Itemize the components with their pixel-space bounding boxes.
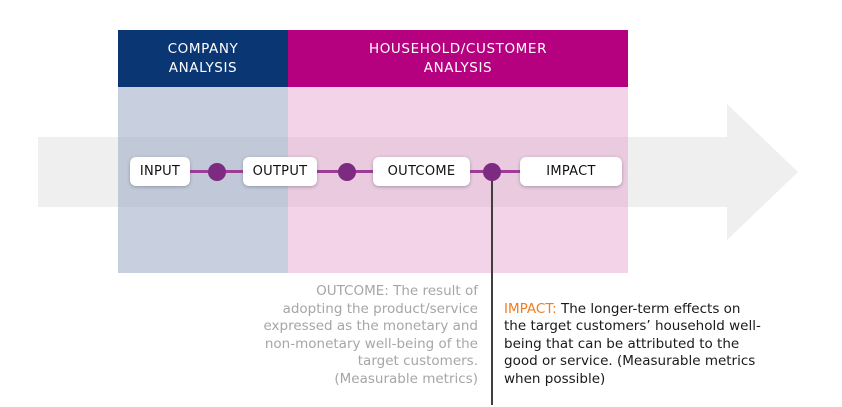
outcome-definition-note: OUTCOME: The result of adopting the prod… [263,283,478,387]
step-output: OUTPUT [243,157,317,186]
flow-connector-line [160,170,570,173]
household-analysis-header: HOUSEHOLD/CUSTOMER ANALYSIS [288,30,628,87]
step-impact: IMPACT [520,157,622,186]
impact-note-label: IMPACT: [504,300,557,317]
company-analysis-header: COMPANY ANALYSIS [118,30,288,87]
connector-dot [483,163,501,181]
impact-definition-note: IMPACT: The longer-term effects on the t… [504,283,824,388]
step-outcome: OUTCOME [373,157,470,186]
impact-callout-line [491,180,493,405]
step-input: INPUT [130,157,190,186]
impact-note-text: The longer-term effects on the target cu… [504,300,761,387]
connector-dot [208,163,226,181]
right-arrow-head-icon [727,104,798,240]
connector-dot [338,163,356,181]
